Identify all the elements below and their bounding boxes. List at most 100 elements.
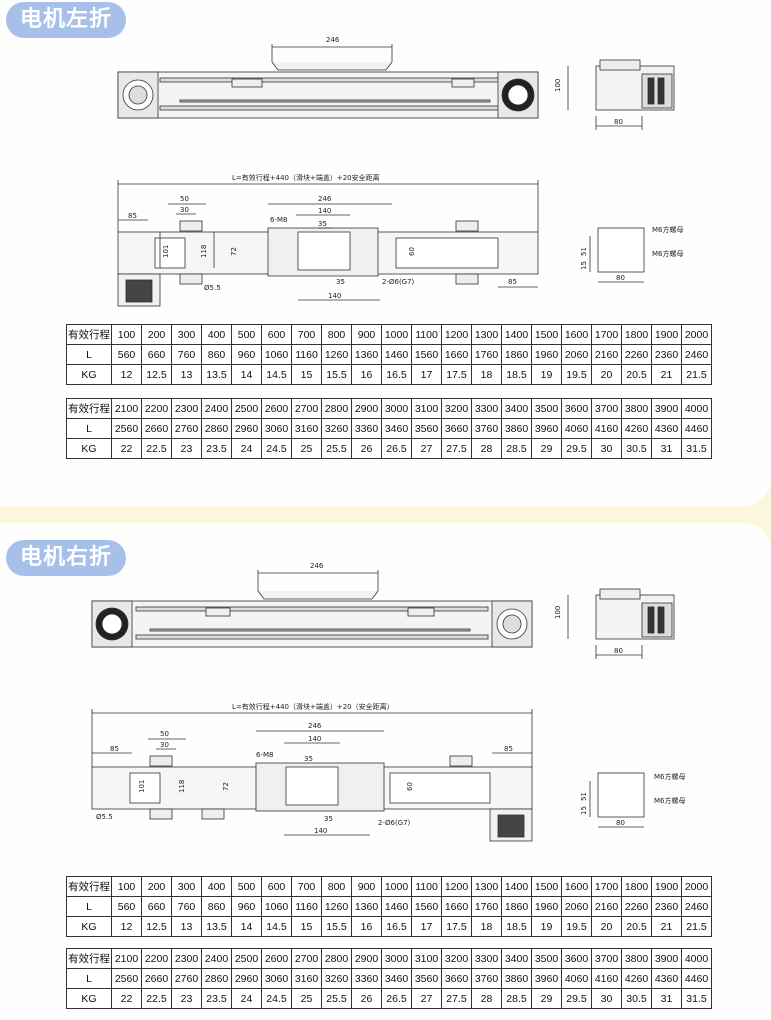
table-cell: 3300	[471, 398, 502, 419]
table-cell: 21	[651, 916, 682, 937]
table-cell: 3760	[471, 418, 502, 439]
row-header: L	[66, 344, 112, 365]
table-cell: 3960	[531, 418, 562, 439]
table-cell: 4060	[561, 418, 592, 439]
table-cell: 12	[111, 916, 142, 937]
table-cell: 1260	[321, 896, 352, 917]
table-cell: 2400	[201, 398, 232, 419]
table-cell: 2460	[681, 896, 712, 917]
dim-60: 60	[406, 782, 414, 791]
table-cell: 3660	[441, 418, 472, 439]
length-formula: L=有效行程+440（滑块+端盖）+20安全距离	[232, 173, 380, 182]
table-cell: 1300	[471, 324, 502, 345]
label-m6-bottom: M6方螺母	[654, 796, 686, 805]
table-cell: 1160	[291, 344, 322, 365]
table-cell: 1000	[381, 876, 412, 897]
table-cell: 22	[111, 988, 142, 1009]
table-cell: 1960	[531, 344, 562, 365]
table-cell: 14.5	[261, 916, 292, 937]
table-cell: 18.5	[501, 916, 532, 937]
table-cell: 27.5	[441, 988, 472, 1009]
table-cell: 2600	[261, 948, 292, 969]
table-cell: 22	[111, 438, 142, 459]
table-cell: 2000	[681, 876, 712, 897]
table-cell: 2700	[291, 948, 322, 969]
row-header: L	[66, 968, 112, 989]
table-cell: 31	[651, 988, 682, 1009]
table-cell: 27	[411, 988, 442, 1009]
table-cell: 1500	[531, 324, 562, 345]
table-cell: 3100	[411, 398, 442, 419]
section-motor-left-fold: 电机左折	[0, 0, 771, 506]
table-cell: 13	[171, 364, 202, 385]
table-cell: 27.5	[441, 438, 472, 459]
table-cell: 28	[471, 438, 502, 459]
dim-15: 15	[580, 261, 588, 270]
table-cell: 17.5	[441, 364, 472, 385]
dim-85-left: 85	[110, 745, 119, 753]
table-cell: 1200	[441, 876, 472, 897]
table-cell: 30	[591, 988, 622, 1009]
table-cell: 2200	[141, 398, 172, 419]
table-cell: 860	[201, 344, 232, 365]
table-cell: 31.5	[681, 988, 712, 1009]
table-cell: 26.5	[381, 438, 412, 459]
table-cell: 2400	[201, 948, 232, 969]
dim-140-bottom: 140	[314, 827, 327, 835]
table-cell: 1400	[501, 324, 532, 345]
table-cell: 2560	[111, 418, 142, 439]
table-cell: 1300	[471, 876, 502, 897]
drawing-svg: 246 100 80 L=有效行程+440（滑块+端盖）+20安全距离 85 5…	[117, 36, 684, 307]
table-cell: 860	[201, 896, 232, 917]
table-cell: 2060	[561, 344, 592, 365]
table-cell: 2100	[111, 948, 142, 969]
dim-72: 72	[230, 247, 238, 256]
table-cell: 3800	[621, 948, 652, 969]
table-cell: 1760	[471, 344, 502, 365]
table-cell: 3700	[591, 398, 622, 419]
table-cell: 29	[531, 988, 562, 1009]
dim-35-top: 35	[318, 220, 327, 228]
dim-top-246: 246	[310, 562, 324, 570]
table-cell: 1900	[651, 876, 682, 897]
table-cell: 23	[171, 438, 202, 459]
table-cell: 2600	[261, 398, 292, 419]
table-cell: 1800	[621, 324, 652, 345]
table-cell: 2260	[621, 896, 652, 917]
row-header: 有效行程	[66, 398, 112, 419]
table-cell: 28.5	[501, 438, 532, 459]
table-cell: 3000	[381, 398, 412, 419]
table-cell: 2160	[591, 896, 622, 917]
dim-118: 118	[200, 245, 208, 258]
row-header: KG	[66, 364, 112, 385]
table-cell: 1600	[561, 324, 592, 345]
table-cell: 12.5	[141, 916, 172, 937]
table-cell: 2360	[651, 896, 682, 917]
table-cell: 3660	[441, 968, 472, 989]
table-cell: 3860	[501, 418, 532, 439]
table-cell: 2300	[171, 398, 202, 419]
table-cell: 3460	[381, 418, 412, 439]
table-cell: 3400	[501, 948, 532, 969]
table-cell: 2060	[561, 896, 592, 917]
table-cell: 19	[531, 916, 562, 937]
table-cell: 21.5	[681, 364, 712, 385]
dim-85-left: 85	[128, 212, 137, 220]
table-cell: 1200	[441, 324, 472, 345]
table-cell: 17	[411, 364, 442, 385]
table-cell: 1260	[321, 344, 352, 365]
table-cell: 26.5	[381, 988, 412, 1009]
table-cell: 1800	[621, 876, 652, 897]
table-cell: 1660	[441, 344, 472, 365]
table-cell: 4360	[651, 418, 682, 439]
dim-101: 101	[138, 780, 146, 793]
table-cell: 760	[171, 896, 202, 917]
dim-140-top: 140	[318, 207, 331, 215]
